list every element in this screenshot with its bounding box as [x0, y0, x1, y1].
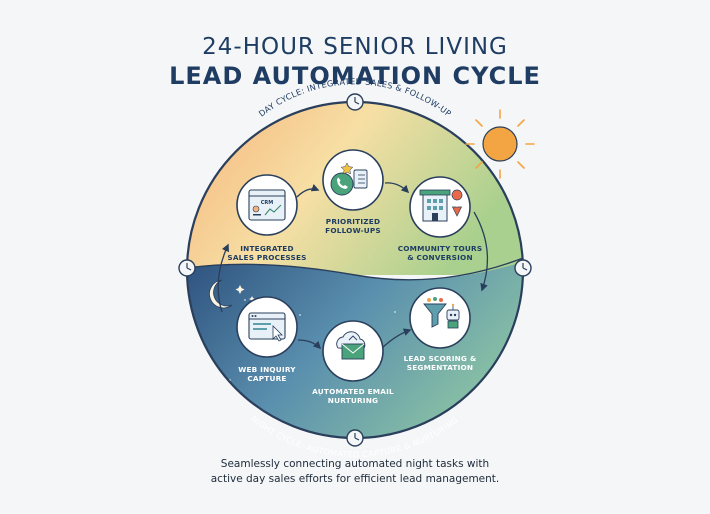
clock-icon	[514, 259, 532, 277]
crm-dashboard-icon: CRM	[248, 189, 286, 221]
step-community-tours: COMMUNITY TOURS & CONVERSION	[398, 176, 483, 262]
step-label-line2: CAPTURE	[247, 374, 286, 383]
clock-icon	[346, 93, 364, 111]
page-title-line2: LEAD AUTOMATION CYCLE	[169, 62, 541, 90]
moon-icon	[209, 279, 255, 309]
phone-checklist-icon	[330, 162, 368, 196]
caption-line1: Seamlessly connecting automated night ta…	[220, 458, 490, 470]
step-label-line2: NURTURING	[328, 396, 378, 405]
arrow-day-1	[296, 184, 320, 198]
step-label-line1: INTEGRATED	[240, 244, 294, 253]
step-label-line2: SEGMENTATION	[407, 363, 473, 372]
step-web-inquiry: WEB INQUIRY CAPTURE	[236, 296, 298, 383]
step-label-line2: & CONVERSION	[407, 253, 473, 262]
sun-icon	[465, 109, 535, 179]
step-lead-scoring: LEAD SCORING & SEGMENTATION	[404, 287, 477, 372]
step-prioritized-followups: PRIORITIZED FOLLOW-UPS	[322, 149, 384, 235]
caption-line2: active day sales efforts for efficient l…	[210, 473, 500, 485]
arrow-day-2	[384, 182, 410, 194]
clock-icon	[346, 429, 364, 447]
step-label-line2: FOLLOW-UPS	[325, 226, 381, 235]
arrow-day-to-night	[473, 211, 489, 292]
step-label-line2: SALES PROCESSES	[227, 253, 306, 262]
step-label-line1: WEB INQUIRY	[238, 365, 296, 374]
step-label-line1: LEAD SCORING &	[404, 354, 477, 363]
building-location-icon	[419, 189, 463, 222]
step-automated-email: AUTOMATED EMAIL NURTURING	[312, 320, 394, 405]
arrow-night-to-day	[217, 243, 229, 313]
clock-icon	[178, 259, 196, 277]
arrow-night-1	[297, 339, 322, 350]
day-night-divider	[186, 257, 524, 281]
step-label-line1: COMMUNITY TOURS	[398, 244, 483, 253]
web-cursor-icon	[248, 312, 286, 342]
step-label-line1: AUTOMATED EMAIL	[312, 387, 394, 396]
arrow-night-2	[381, 328, 412, 349]
step-label-line1: PRIORITIZED	[326, 217, 380, 226]
svg-text:CRM: CRM	[261, 200, 274, 206]
cloud-email-icon	[336, 331, 366, 360]
caption: Seamlessly connecting automated night ta…	[0, 457, 710, 487]
page-title-line1: 24-HOUR SENIOR LIVING	[202, 34, 508, 60]
step-integrated-sales: CRM INTEGRATED SALES PROCESSES	[227, 174, 306, 262]
funnel-robot-icon	[423, 297, 460, 329]
